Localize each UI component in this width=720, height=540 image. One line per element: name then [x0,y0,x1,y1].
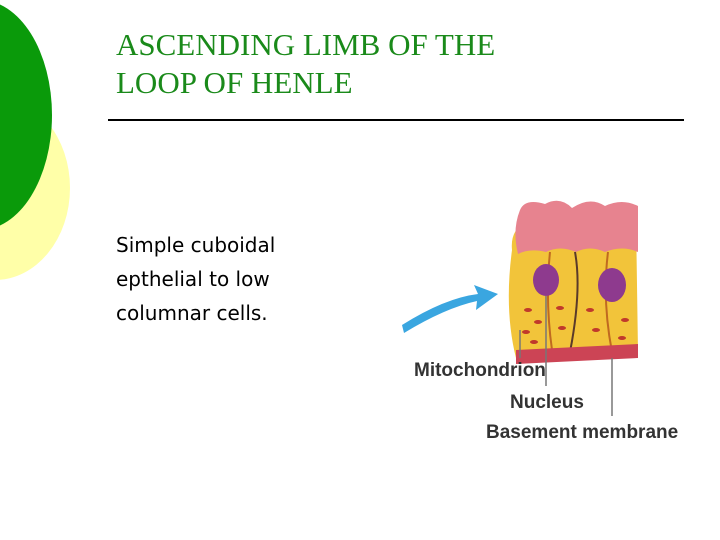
title-divider [108,119,684,121]
cell-boundary-left [546,251,553,351]
cell-apical-surface [515,200,638,254]
cell-boundary-far [604,251,613,353]
body-line-3: columnar cells. [116,301,268,325]
nucleus-left-shape [533,264,559,296]
label-mitochondrion: Mitochondrion [414,360,546,381]
cell-boundary-right [569,251,579,353]
body-line-2: epthelial to low [116,267,270,291]
label-nucleus: Nucleus [510,392,584,413]
slide-title-line-2: LOOP OF HENLE [116,65,353,100]
epithelial-cell-illustration: Mitochondrion Nucleus Basement membrane [402,200,678,443]
cell-block [508,200,638,364]
slide-title-line-1: ASCENDING LIMB OF THE [116,27,496,62]
slide-body-text: Simple cuboidal epthelial to low columna… [116,228,376,330]
green-circle-shape [0,4,52,226]
pointer-arrow-icon [402,285,498,333]
slide-title: ASCENDING LIMB OF THE LOOP OF HENLE [116,26,676,102]
mitochondria-dots [522,306,629,344]
nucleus-right-shape [598,268,626,302]
label-basement-membrane: Basement membrane [486,422,678,443]
body-line-1: Simple cuboidal [116,233,276,257]
